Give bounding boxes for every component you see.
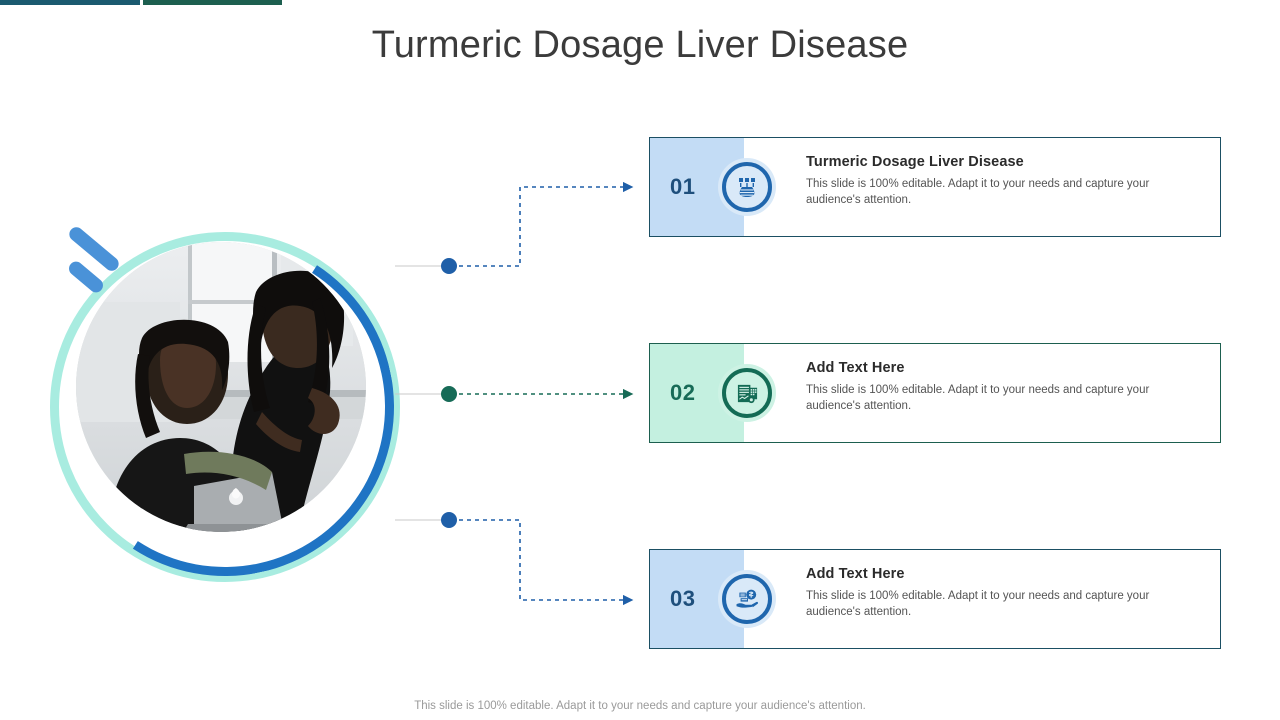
card-heading-02: Add Text Here	[806, 360, 905, 376]
card-icon-halo-03	[718, 570, 776, 628]
hand-money-icon	[722, 574, 772, 624]
card-number-01: 01	[670, 174, 696, 199]
report-document-icon	[722, 368, 772, 418]
decor-dash-small	[66, 258, 106, 296]
connector-group	[395, 130, 655, 620]
card-body-03: Add Text Here This slide is 100% editabl…	[744, 550, 1220, 648]
card-text-02: This slide is 100% editable. Adapt it to…	[806, 384, 1150, 413]
info-card-01[interactable]: 01	[649, 137, 1221, 237]
photo-image	[76, 242, 366, 532]
page-title: Turmeric Dosage Liver Disease	[371, 24, 909, 66]
lab-flask-icon	[722, 162, 772, 212]
card-accent-panel-02: 02	[650, 344, 776, 442]
card-icon-halo-02	[718, 364, 776, 422]
outer-mint-ring	[50, 232, 400, 582]
card-heading-03: Add Text Here	[806, 566, 905, 582]
card-icon-halo-01	[718, 158, 776, 216]
info-card-02[interactable]: 02	[649, 343, 1221, 443]
card-body-02: Add Text Here This slide is 100% editabl…	[744, 344, 1220, 442]
card-number-02: 02	[670, 380, 696, 405]
top-accent-bar-right	[143, 0, 282, 5]
info-card-03[interactable]: 03	[649, 549, 1221, 649]
card-text-03: This slide is 100% editable. Adapt it to…	[806, 590, 1150, 619]
card-text-01: This slide is 100% editable. Adapt it to…	[806, 178, 1150, 207]
circular-photo-graphic	[24, 206, 426, 608]
card-accent-panel-03: 03	[650, 550, 776, 648]
card-body-01: Turmeric Dosage Liver Disease This slide…	[744, 138, 1220, 236]
card-number-03: 03	[670, 586, 696, 611]
top-accent-bar-left	[0, 0, 140, 5]
card-accent-panel-01: 01	[650, 138, 776, 236]
card-heading-01: Turmeric Dosage Liver Disease	[806, 154, 1024, 170]
footer-note: This slide is 100% editable. Adapt it to…	[414, 700, 866, 712]
